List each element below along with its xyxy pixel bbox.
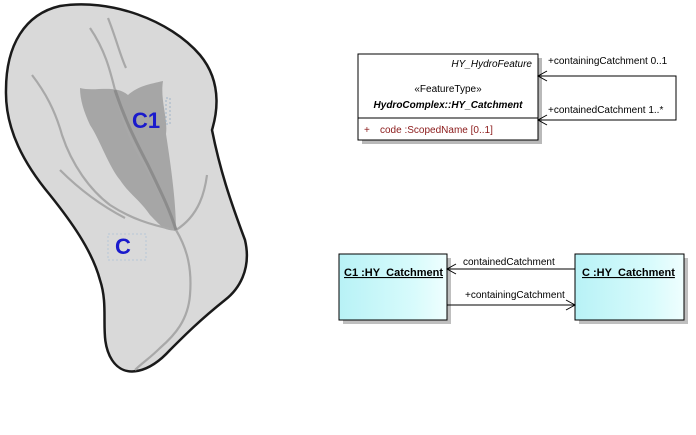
object-c1-title: C1 :HY_Catchment — [344, 267, 443, 279]
arrowhead-bottom — [536, 114, 548, 126]
c1-label: C1 — [132, 108, 160, 133]
link-containing[interactable] — [447, 299, 577, 311]
main-stream — [113, 89, 178, 231]
attribute-visibility: + — [364, 125, 370, 136]
class-stereotype: «FeatureType» — [414, 84, 482, 95]
containing-catchment-role: +containingCatchment 0..1 — [548, 56, 668, 67]
class-name: HydroComplex::HY_Catchment — [374, 100, 524, 111]
contained-catchment-link-label: containedCatchment — [463, 257, 555, 268]
link-contained[interactable] — [445, 263, 575, 275]
link-contained-arrowhead — [445, 263, 457, 275]
self-association[interactable] — [536, 70, 677, 126]
c-label: C — [115, 234, 131, 259]
catchment-map: C1 C — [4, 3, 249, 373]
c1-label-marker — [165, 97, 171, 125]
object-c1-box[interactable] — [338, 253, 448, 321]
class-hy-catchment[interactable]: HY_HydroFeature «FeatureType» HydroCompl… — [357, 53, 542, 144]
contained-catchment-role: +containedCatchment 1..* — [548, 105, 663, 116]
attribute-code: code :ScopedName [0..1] — [380, 125, 493, 136]
containing-catchment-link-label: +containingCatchment — [465, 290, 565, 301]
class-parent-label: HY_HydroFeature — [451, 59, 532, 70]
link-containing-arrowhead — [565, 299, 577, 311]
catchment-c1-region — [80, 81, 176, 231]
arrowhead-top — [536, 70, 548, 82]
object-c-box[interactable] — [574, 253, 685, 321]
object-c[interactable]: C :HY_Catchment — [574, 253, 688, 324]
class-box[interactable] — [357, 53, 539, 141]
object-c-title: C :HY_Catchment — [582, 267, 675, 279]
object-c1[interactable]: C1 :HY_Catchment — [338, 253, 451, 324]
